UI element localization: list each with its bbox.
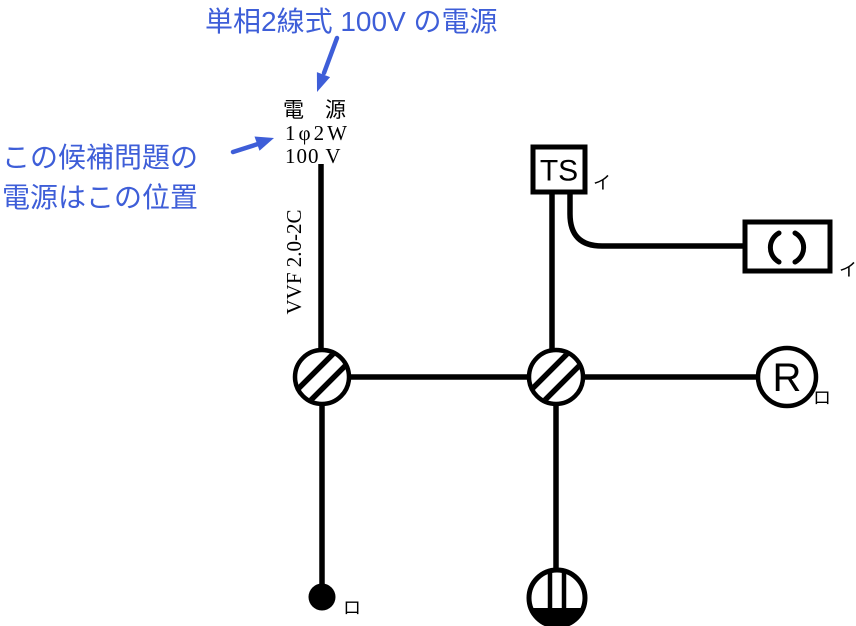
top-note-text: 単相2線式 100V の電源	[205, 6, 498, 37]
circuit-label-paren-device: イ	[839, 260, 856, 280]
cable-label: VVF 2.0-2C	[282, 209, 306, 314]
single-pole-switch: ロ	[308, 583, 361, 618]
left-note-line1: この候補問題の	[2, 142, 198, 173]
lamp-receptacle: R ロ	[755, 345, 831, 409]
left-note-line2: 電源はこの位置	[2, 182, 198, 213]
left-note-arrow-line	[230, 141, 261, 155]
junction-box-circle	[292, 347, 352, 407]
junction-box-hatching	[297, 352, 347, 402]
junction-box-circle	[526, 347, 586, 407]
power-source-voltage: 100 V	[285, 144, 342, 168]
timer-switch-symbol: TS	[540, 155, 578, 188]
annotation-left-note: この候補問題の 電源はこの位置	[2, 136, 274, 213]
circuit-label-receptacle: ロ	[813, 388, 831, 408]
power-source-label: 電 源 1φ2W 100 V	[283, 98, 350, 168]
circuit-label-timer: イ	[593, 173, 611, 193]
ceiling-rose	[526, 567, 588, 626]
junction-box-hatching	[531, 352, 581, 402]
circuit-label-switch: ロ	[343, 598, 361, 618]
paren-device: イ	[742, 219, 856, 280]
switch-dot-icon	[308, 583, 336, 611]
right-arrow-icon	[254, 136, 274, 151]
junction-box-1	[292, 347, 352, 407]
timer-switch: TS イ	[530, 144, 611, 195]
ceiling-rose-filled-segment	[530, 608, 584, 626]
annotation-top-note: 単相2線式 100V の電源	[205, 6, 498, 92]
top-note-arrow-line	[321, 35, 340, 76]
power-source-title: 電 源	[283, 98, 346, 122]
wire-timer-paren-device	[567, 192, 745, 249]
paren-device-box	[742, 219, 833, 274]
lamp-receptacle-circle	[755, 345, 819, 409]
power-source-phase: 1φ2W	[285, 121, 350, 145]
down-arrow-icon	[316, 72, 331, 92]
timer-switch-box	[530, 144, 588, 195]
junction-box-2	[526, 347, 586, 407]
lamp-receptacle-symbol: R	[773, 356, 802, 400]
parentheses-symbol	[767, 230, 807, 265]
